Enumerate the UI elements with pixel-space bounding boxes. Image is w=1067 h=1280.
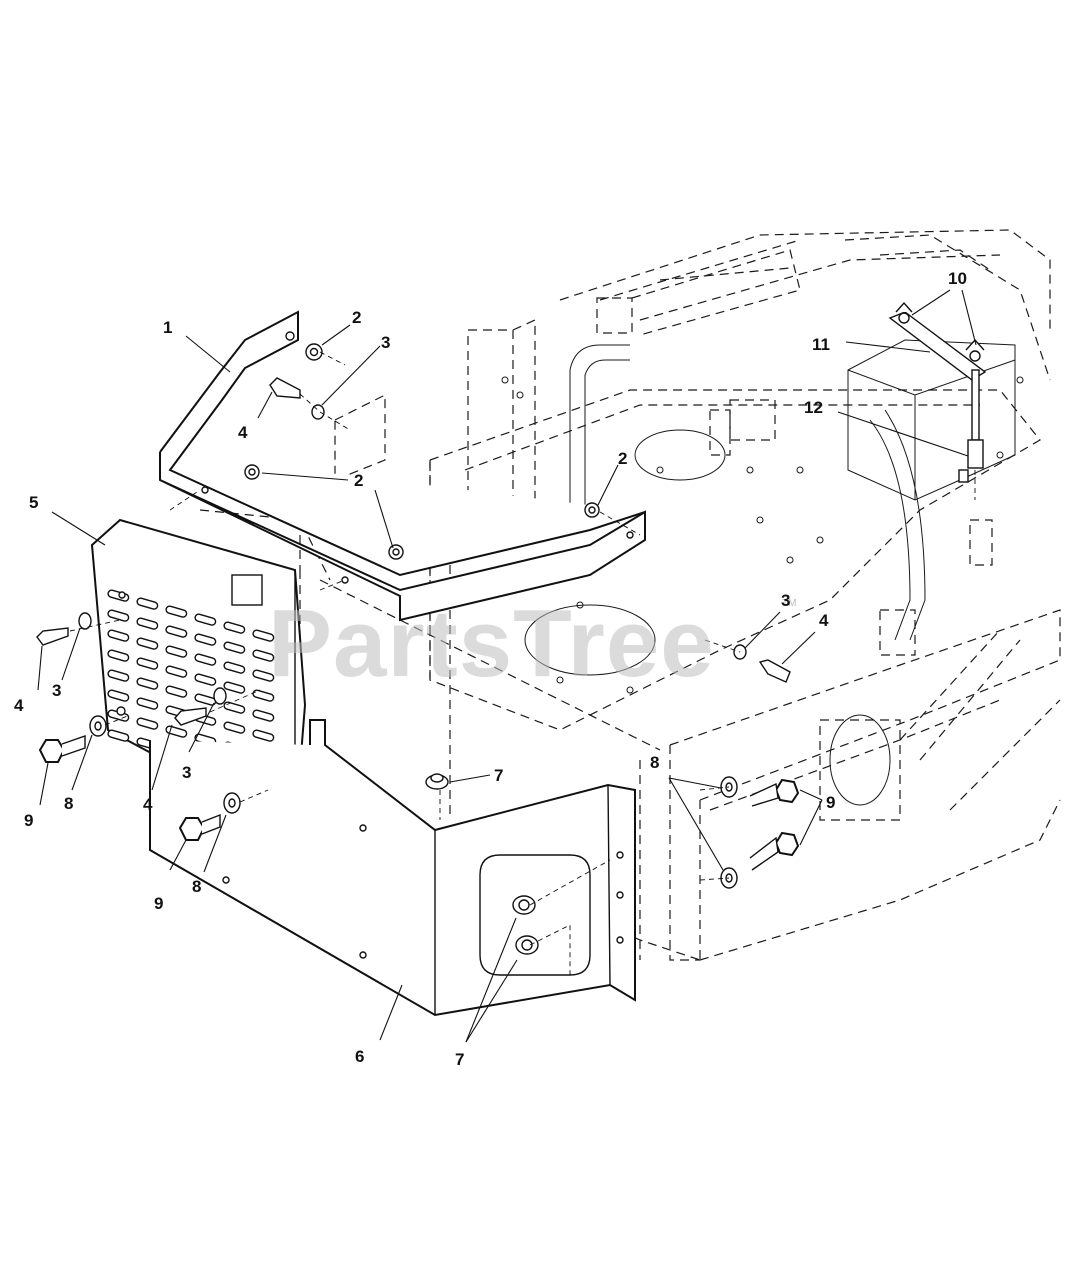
callout-8: 8 bbox=[650, 753, 659, 772]
guard-slot bbox=[107, 629, 130, 642]
guard-slot bbox=[252, 629, 275, 642]
callout-6: 6 bbox=[355, 1047, 364, 1066]
j-bolt-rod bbox=[958, 369, 984, 483]
guard-slot bbox=[223, 681, 246, 694]
callout-3: 3 bbox=[52, 681, 61, 700]
guard-slot bbox=[223, 621, 246, 634]
battery-hold-down-bracket bbox=[888, 311, 987, 381]
callout-10: 10 bbox=[948, 269, 967, 288]
guard-slot bbox=[194, 673, 217, 686]
guard-slot bbox=[252, 729, 275, 742]
guard-slot bbox=[252, 649, 275, 662]
guard-slot bbox=[223, 661, 246, 674]
guard-slot bbox=[136, 717, 159, 730]
callout-3: 3 bbox=[182, 763, 191, 782]
guard-slot bbox=[194, 693, 217, 706]
guard-slot bbox=[136, 617, 159, 630]
callout-1: 1 bbox=[163, 318, 172, 337]
callout-9: 9 bbox=[826, 793, 835, 812]
callout-9: 9 bbox=[154, 894, 163, 913]
callout-8: 8 bbox=[192, 877, 201, 896]
guard-slot bbox=[223, 701, 246, 714]
bolt-9 bbox=[38, 735, 800, 871]
guard-slot bbox=[252, 709, 275, 722]
callout-12: 12 bbox=[804, 398, 823, 417]
washer-3 bbox=[78, 404, 747, 705]
washer-8 bbox=[89, 715, 738, 889]
guard-slot bbox=[194, 633, 217, 646]
watermark-trademark: TM bbox=[782, 598, 796, 609]
guard-slot bbox=[194, 613, 217, 626]
lock-nut-2 bbox=[244, 343, 600, 560]
guard-slot bbox=[223, 641, 246, 654]
guard-slot bbox=[165, 685, 188, 698]
callout-7: 7 bbox=[494, 766, 503, 785]
guard-slot bbox=[136, 677, 159, 690]
guard-slot bbox=[107, 669, 130, 682]
callout-11: 11 bbox=[812, 335, 830, 354]
bumper-bar bbox=[159, 310, 646, 622]
watermark-text: PartsTree bbox=[268, 590, 715, 697]
guide-lines bbox=[69, 351, 976, 975]
guard-slot bbox=[165, 665, 188, 678]
callout-3: 3 bbox=[781, 591, 790, 610]
callout-7: 7 bbox=[455, 1050, 464, 1069]
callout-3: 3 bbox=[381, 333, 390, 352]
guard-slot bbox=[107, 729, 130, 742]
guard-slot bbox=[136, 597, 159, 610]
guard-slot bbox=[136, 657, 159, 670]
guard-slot bbox=[136, 697, 159, 710]
guard-slot bbox=[107, 689, 130, 702]
guard-slot bbox=[136, 637, 159, 650]
callout-labels: 1 2 2 2 3 3 3 3 4 4 4 4 5 6 7 7 8 8 8 9 … bbox=[14, 269, 967, 1069]
guard-slot bbox=[165, 625, 188, 638]
callout-4: 4 bbox=[14, 696, 24, 715]
callout-4: 4 bbox=[143, 795, 153, 814]
bolt-4 bbox=[36, 377, 791, 726]
battery-outline bbox=[847, 339, 1016, 501]
rear-cover bbox=[149, 719, 636, 1017]
guard-slot bbox=[165, 645, 188, 658]
callout-2: 2 bbox=[618, 449, 627, 468]
guard-slot bbox=[223, 721, 246, 734]
guard-slot bbox=[165, 605, 188, 618]
callout-9: 9 bbox=[24, 811, 33, 830]
guard-slot bbox=[107, 649, 130, 662]
callout-4: 4 bbox=[819, 611, 829, 630]
leader-lines bbox=[37, 289, 977, 1043]
guard-slot bbox=[194, 653, 217, 666]
callout-2: 2 bbox=[354, 471, 363, 490]
flange-nut-7 bbox=[425, 773, 539, 955]
callout-5: 5 bbox=[29, 493, 38, 512]
guard-slot bbox=[252, 669, 275, 682]
callout-2: 2 bbox=[352, 308, 361, 327]
guard-slot bbox=[107, 609, 130, 622]
callout-8: 8 bbox=[64, 794, 73, 813]
callout-4: 4 bbox=[238, 423, 248, 442]
